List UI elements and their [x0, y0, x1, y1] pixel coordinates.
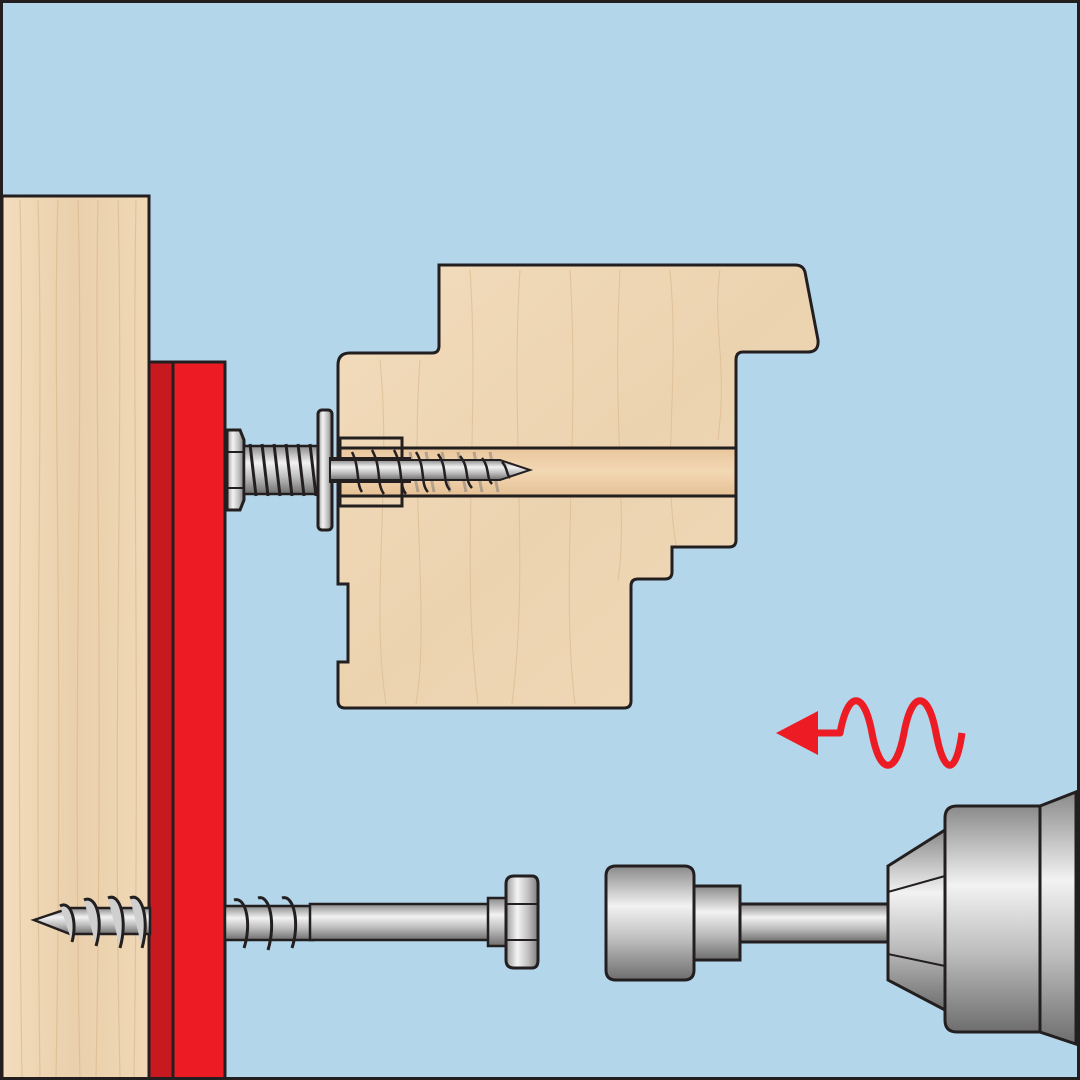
drill-chuck-icon: [886, 789, 1078, 1047]
hex-head-screw-icon: [30, 874, 540, 970]
hex-socket-bit-icon: [604, 864, 892, 982]
red-spacer-strip: [147, 360, 227, 1080]
rotation-arrow-icon: [776, 697, 966, 769]
wall-post: [0, 194, 151, 1080]
frame-screw-with-washer-icon: [225, 408, 534, 532]
